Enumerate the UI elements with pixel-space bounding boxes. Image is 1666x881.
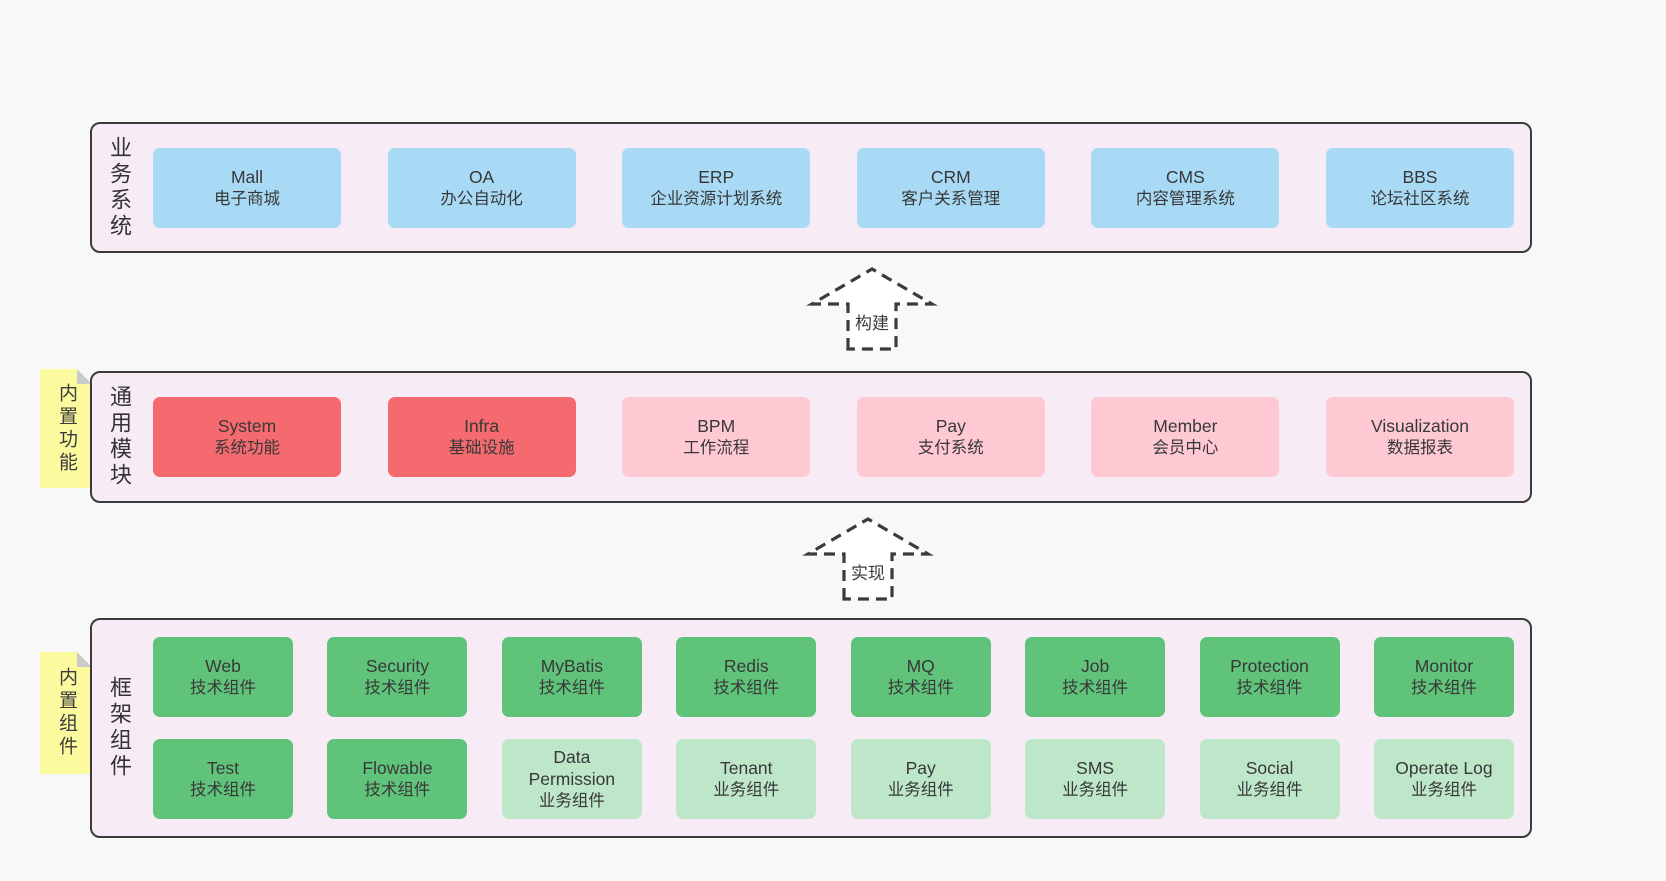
box-cms: CMS 内容管理系统 bbox=[1091, 147, 1280, 228]
panel-business-title: 业务系统 bbox=[107, 135, 132, 240]
panel-business-rows: Mall 电子商城 OA 办公自动化 ERP 企业资源计划系统 CRM 客户关系… bbox=[153, 147, 1514, 228]
panel-business-systems: 业务系统 Mall 电子商城 OA 办公自动化 ERP 企业资源计划系统 CRM… bbox=[90, 122, 1532, 253]
box-security: Security 技术组件 bbox=[327, 637, 468, 717]
panel-framework-title: 框架组件 bbox=[107, 676, 132, 780]
box-redis: Redis 技术组件 bbox=[676, 637, 817, 717]
box-monitor: Monitor 技术组件 bbox=[1373, 637, 1514, 717]
box-test: Test 技术组件 bbox=[153, 739, 293, 819]
box-erp: ERP 企业资源计划系统 bbox=[622, 147, 811, 228]
sticky-note-built-in-features: 内置功能 bbox=[40, 369, 92, 488]
sticky-note-built-in-components: 内置组件 bbox=[40, 652, 92, 774]
box-mybatis: MyBatis 技术组件 bbox=[501, 637, 642, 717]
dashed-up-arrow-icon bbox=[802, 517, 934, 601]
framework-row-1: Web 技术组件 Security 技术组件 MyBatis 技术组件 Redi… bbox=[153, 637, 1514, 717]
box-data-permission: Data Permission 业务组件 bbox=[501, 739, 642, 819]
box-bpm: BPM 工作流程 bbox=[622, 397, 811, 477]
arrow-build: 构建 bbox=[804, 264, 940, 352]
box-pay: Pay 支付系统 bbox=[856, 397, 1045, 477]
dashed-up-arrow-icon bbox=[806, 267, 938, 351]
box-mq: MQ 技术组件 bbox=[850, 637, 991, 717]
framework-row-2: Test 技术组件 Flowable 技术组件 Data Permission … bbox=[153, 739, 1514, 819]
panel-common-modules: 通用模块 System 系统功能 Infra 基础设施 BPM 工作流程 Pay… bbox=[90, 371, 1532, 503]
box-member: Member 会员中心 bbox=[1091, 397, 1280, 477]
arrow-implement-label: 实现 bbox=[851, 564, 885, 583]
arrow-implement: 实现 bbox=[800, 514, 936, 602]
box-pay-component: Pay 业务组件 bbox=[850, 739, 991, 819]
box-infra: Infra 基础设施 bbox=[387, 397, 576, 477]
box-protection: Protection 技术组件 bbox=[1199, 637, 1340, 717]
box-tenant: Tenant 业务组件 bbox=[676, 739, 817, 819]
box-sms: SMS 业务组件 bbox=[1025, 739, 1166, 819]
box-social: Social 业务组件 bbox=[1199, 739, 1340, 819]
box-operate-log: Operate Log 业务组件 bbox=[1373, 739, 1514, 819]
box-visualization: Visualization 数据报表 bbox=[1325, 397, 1514, 477]
box-web: Web 技术组件 bbox=[153, 637, 293, 717]
modules-row: System 系统功能 Infra 基础设施 BPM 工作流程 Pay 支付系统… bbox=[153, 397, 1514, 477]
panel-modules-title: 通用模块 bbox=[107, 385, 132, 489]
panel-framework-components: 框架组件 Web 技术组件 Security 技术组件 MyBatis 技术组件… bbox=[90, 618, 1532, 838]
arrow-build-label: 构建 bbox=[855, 314, 889, 333]
box-oa: OA 办公自动化 bbox=[387, 147, 576, 228]
panel-modules-rows: System 系统功能 Infra 基础设施 BPM 工作流程 Pay 支付系统… bbox=[153, 397, 1514, 477]
box-bbs: BBS 论坛社区系统 bbox=[1325, 147, 1514, 228]
box-flowable: Flowable 技术组件 bbox=[327, 739, 468, 819]
box-job: Job 技术组件 bbox=[1025, 637, 1166, 717]
box-crm: CRM 客户关系管理 bbox=[856, 147, 1045, 228]
box-mall: Mall 电子商城 bbox=[153, 147, 341, 228]
box-system: System 系统功能 bbox=[153, 397, 341, 477]
business-row: Mall 电子商城 OA 办公自动化 ERP 企业资源计划系统 CRM 客户关系… bbox=[153, 147, 1514, 228]
panel-framework-rows: Web 技术组件 Security 技术组件 MyBatis 技术组件 Redi… bbox=[153, 637, 1514, 819]
